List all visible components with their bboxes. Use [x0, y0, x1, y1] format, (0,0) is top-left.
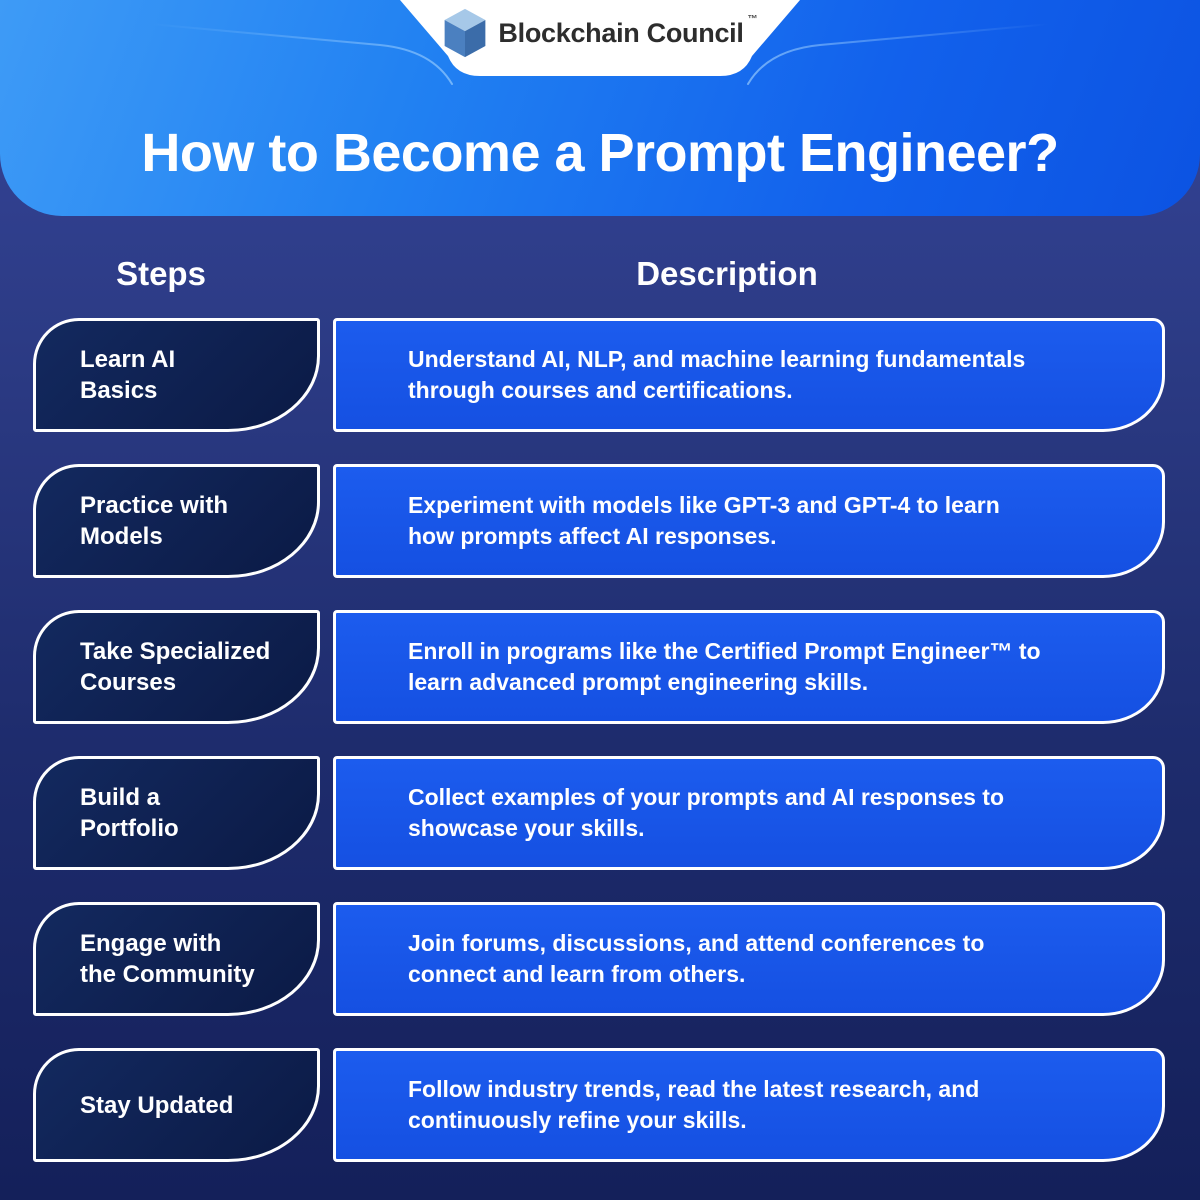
brand-name: Blockchain Council — [498, 17, 744, 48]
description-text: Understand AI, NLP, and machine learning… — [408, 346, 1026, 403]
description-card: Understand AI, NLP, and machine learning… — [333, 318, 1165, 432]
page-title: How to Become a Prompt Engineer? — [141, 123, 1059, 183]
description-text: Follow industry trends, read the latest … — [408, 1076, 980, 1133]
table-row: Engage with the Community Join forums, d… — [0, 902, 1200, 1016]
step-card: Engage with the Community — [33, 902, 320, 1016]
step-card: Build a Portfolio — [33, 756, 320, 870]
step-label: Take Specialized Courses — [80, 638, 271, 696]
step-label: Build a Portfolio — [80, 784, 179, 842]
description-card: Experiment with models like GPT-3 and GP… — [333, 464, 1165, 578]
description-text: Join forums, discussions, and attend con… — [408, 930, 985, 987]
step-card: Learn AI Basics — [33, 318, 320, 432]
step-card: Practice with Models — [33, 464, 320, 578]
description-card: Join forums, discussions, and attend con… — [333, 902, 1165, 1016]
brand: Blockchain Council ™ — [400, 0, 800, 66]
step-label: Engage with the Community — [80, 930, 255, 988]
table-row: Build a Portfolio Collect examples of yo… — [0, 756, 1200, 870]
table-row: Stay Updated Follow industry trends, rea… — [0, 1048, 1200, 1162]
cube-logo-icon — [445, 8, 486, 58]
description-card: Follow industry trends, read the latest … — [333, 1048, 1165, 1162]
description-text: Enroll in programs like the Certified Pr… — [408, 638, 1041, 695]
step-label: Stay Updated — [80, 1091, 234, 1119]
table-row: Practice with Models Experiment with mod… — [0, 464, 1200, 578]
description-card: Enroll in programs like the Certified Pr… — [333, 610, 1165, 724]
step-card: Stay Updated — [33, 1048, 320, 1162]
header-banner: Blockchain Council ™ How to Become a Pro… — [0, 0, 1200, 216]
step-label: Practice with Models — [80, 492, 229, 550]
column-header-steps: Steps — [116, 255, 206, 292]
step-label: Learn AI Basics — [80, 346, 176, 404]
description-card: Collect examples of your prompts and AI … — [333, 756, 1165, 870]
header-notch: Blockchain Council ™ — [400, 0, 800, 76]
notch-shape — [400, 0, 800, 76]
description-text: Experiment with models like GPT-3 and GP… — [408, 492, 1000, 549]
step-card: Take Specialized Courses — [33, 610, 320, 724]
trademark-symbol: ™ — [747, 14, 758, 25]
table-row: Take Specialized Courses Enroll in progr… — [0, 610, 1200, 724]
table-row: Learn AI Basics Understand AI, NLP, and … — [0, 318, 1200, 432]
column-header-description: Description — [636, 255, 818, 292]
description-text: Collect examples of your prompts and AI … — [408, 784, 1005, 841]
